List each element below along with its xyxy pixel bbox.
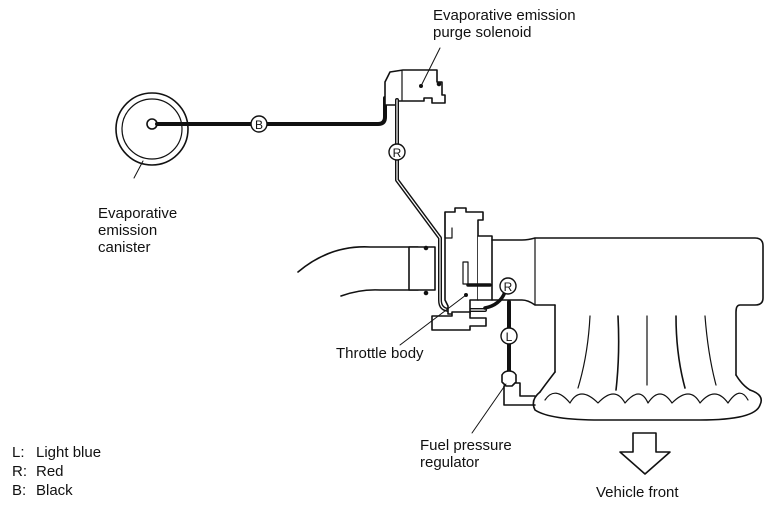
- hose-red-2: [466, 283, 507, 310]
- hose-tag-r2: R: [504, 280, 513, 294]
- regulator-leader-line: [471, 383, 507, 434]
- hose-tag-r1: R: [393, 146, 402, 160]
- canister-label-line1: Evaporative: [98, 205, 178, 222]
- legend-row-r: R: Red: [12, 462, 101, 481]
- intake-duct-icon: [297, 245, 436, 297]
- legend-key: L:: [12, 444, 25, 461]
- legend-key: B:: [12, 482, 27, 499]
- hose-tag-r2-circle: [499, 277, 517, 295]
- solenoid-leader-line: [420, 47, 441, 87]
- intake-manifold-icon: [491, 237, 764, 421]
- canister-icon: [115, 92, 189, 166]
- legend-row-l: L: Light blue: [12, 443, 101, 462]
- purge-solenoid-label-line1: Evaporative emission: [433, 7, 576, 24]
- legend-value: Red: [36, 463, 64, 480]
- hose-tag-l-circle: [500, 327, 518, 345]
- vehicle-front-label: Vehicle front: [596, 484, 679, 501]
- hose-tag-l: L: [506, 330, 513, 344]
- fuel-regulator-label-line2: regulator: [420, 454, 480, 471]
- canister-label-line2: emission: [98, 222, 158, 239]
- legend-value: Light blue: [36, 444, 102, 461]
- legend-key: R:: [12, 463, 27, 480]
- throttle-leader-line: [399, 294, 467, 346]
- purge-solenoid-icon: [384, 69, 446, 106]
- purge-solenoid-label-line2: purge solenoid: [433, 24, 532, 41]
- legend-value: Black: [36, 482, 73, 499]
- canister-leader-line: [133, 160, 144, 179]
- purge-solenoid-label: Evaporative emission purge solenoid: [433, 7, 576, 41]
- fuel-regulator-label-line1: Fuel pressure: [420, 437, 512, 454]
- hose-tag-b-circle: [250, 115, 268, 133]
- legend-row-b: B: Black: [12, 481, 101, 500]
- vehicle-front-arrow-icon: [619, 432, 671, 475]
- hose-black: [155, 96, 387, 126]
- fuel-pressure-regulator-icon: [501, 370, 536, 406]
- canister-label: Evaporative emission canister: [98, 205, 177, 256]
- canister-label-line3: canister: [98, 239, 151, 256]
- hose-tag-b: B: [255, 118, 263, 132]
- throttle-body-label: Throttle body: [336, 345, 424, 362]
- fuel-regulator-label: Fuel pressure regulator: [420, 437, 512, 471]
- color-legend: L: Light blue R: Red B: Black: [12, 443, 101, 500]
- hose-tag-r1-circle: [388, 143, 406, 161]
